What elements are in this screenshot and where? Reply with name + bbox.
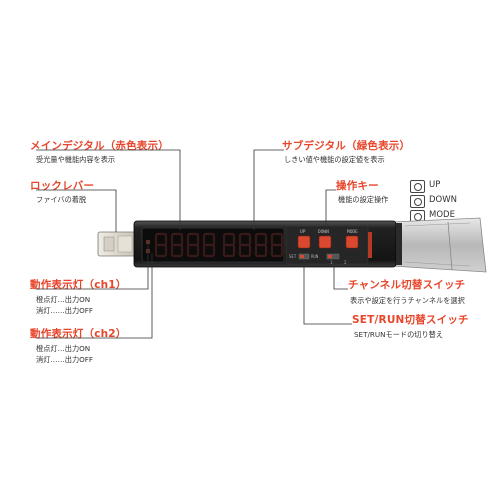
leader-main-digital [36,149,181,230]
switch-label-set: SET [289,254,297,259]
mode-key [345,235,359,249]
key-label-up: UP [300,229,306,235]
main-digital-desc: 受光量や機能内容を表示 [36,155,116,164]
up-key-icon [410,180,425,193]
ch1-indicator-desc-1: 橙点灯…出力ON [36,295,91,304]
digit-5 [222,232,236,258]
leader-channel-switch [333,259,348,290]
leader-op-keys [325,189,336,226]
ch2-indicator-desc-2: 消灯……出力OFF [36,355,94,364]
digit-6 [238,232,252,258]
key-label-mode: MODE [347,229,358,235]
down-key [318,235,332,249]
ch1-indicator-lamp [146,240,150,244]
ch2-indicator-title: 動作表示灯（ch2） [30,328,127,340]
digit-2 [170,232,184,258]
up-key [297,235,311,249]
ch2-indicator-desc-1: 橙点灯…出力ON [36,344,91,353]
digit-3 [186,232,200,258]
down-key-icon [410,195,425,208]
leader-ch1 [36,244,149,290]
key-label-down: DOWN [318,229,329,235]
digit-8 [270,232,284,258]
lock-lever-title: ロックレバー [30,180,95,192]
setrun-switch-title: SET/RUN切替スイッチ [352,314,469,326]
ch1-indicator-title: 動作表示灯（ch1） [30,279,127,291]
leader-ch2 [36,253,153,339]
segment-digits [154,232,284,258]
switch-label-ch1: 1 [330,260,333,265]
switch-label-ch2: 2 [344,260,347,265]
sub-digital-title: サブデジタル（緑色表示） [282,140,411,152]
channel-switch [326,253,340,260]
sub-digital-desc: しきい値や機能の設定値を表示 [284,155,385,164]
setrun-switch-desc: SET/RUNモードの切り替え [354,330,444,339]
leader-lock-lever [36,189,117,232]
digit-7 [254,232,268,258]
switch-label-run: RUN [311,254,319,259]
legend-mode-label: MODE [429,210,455,220]
ch1-indicator-desc-2: 消灯……出力OFF [36,306,94,315]
legend-down-label: DOWN [429,195,457,205]
op-keys-title: 操作キー [336,180,379,192]
main-digital-title: メインデジタル（赤色表示） [30,140,169,152]
digit-4 [202,232,216,258]
lock-lever-desc: ファイバの着脱 [36,195,87,204]
legend-up-label: UP [429,180,441,190]
channel-switch-desc: 表示や設定を行うチャンネルを選択 [350,296,465,305]
leader-setrun-switch [303,259,352,325]
digit-1 [154,232,168,258]
leader-sub-digital [253,149,284,230]
op-keys-desc: 機能の設定操作 [338,195,389,204]
channel-switch-title: チャンネル切替スイッチ [348,279,466,291]
